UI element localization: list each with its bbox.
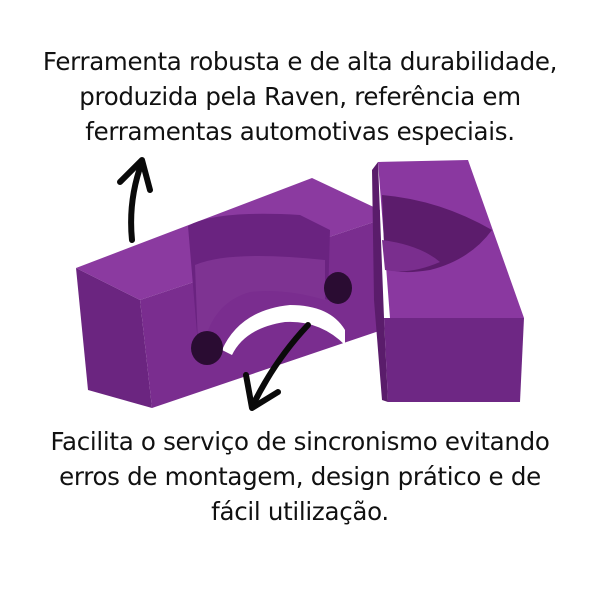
right-block-front-face: [384, 318, 524, 402]
caption-top: Ferramenta robusta e de alta durabilidad…: [0, 44, 600, 149]
right-block: [372, 160, 524, 402]
left-block-front-face: [76, 268, 152, 408]
arrow-down-left-icon: [243, 322, 311, 411]
caption-bottom-line-3: fácil utilização.: [211, 497, 389, 526]
caption-bottom-line-1: Facilita o serviço de sincronismo evitan…: [50, 427, 550, 456]
right-block-recess-ring: [382, 240, 440, 272]
arrow-up-icon: [117, 157, 153, 243]
left-block-arc-cutout: [222, 305, 345, 355]
left-block-hole-front: [191, 331, 223, 365]
caption-top-line-1: Ferramenta robusta e de alta durabilidad…: [42, 47, 558, 76]
right-block-left-face: [372, 162, 388, 402]
caption-bottom: Facilita o serviço de sincronismo evitan…: [0, 424, 600, 529]
left-block-hole-side: [324, 272, 352, 304]
caption-top-line-2: produzida pela Raven, referência em: [79, 82, 521, 111]
left-block: [76, 178, 382, 408]
caption-top-line-3: ferramentas automotivas especiais.: [85, 117, 515, 146]
left-block-recess-floor: [195, 256, 325, 345]
caption-bottom-line-2: erros de montagem, design prático e de: [59, 462, 541, 491]
